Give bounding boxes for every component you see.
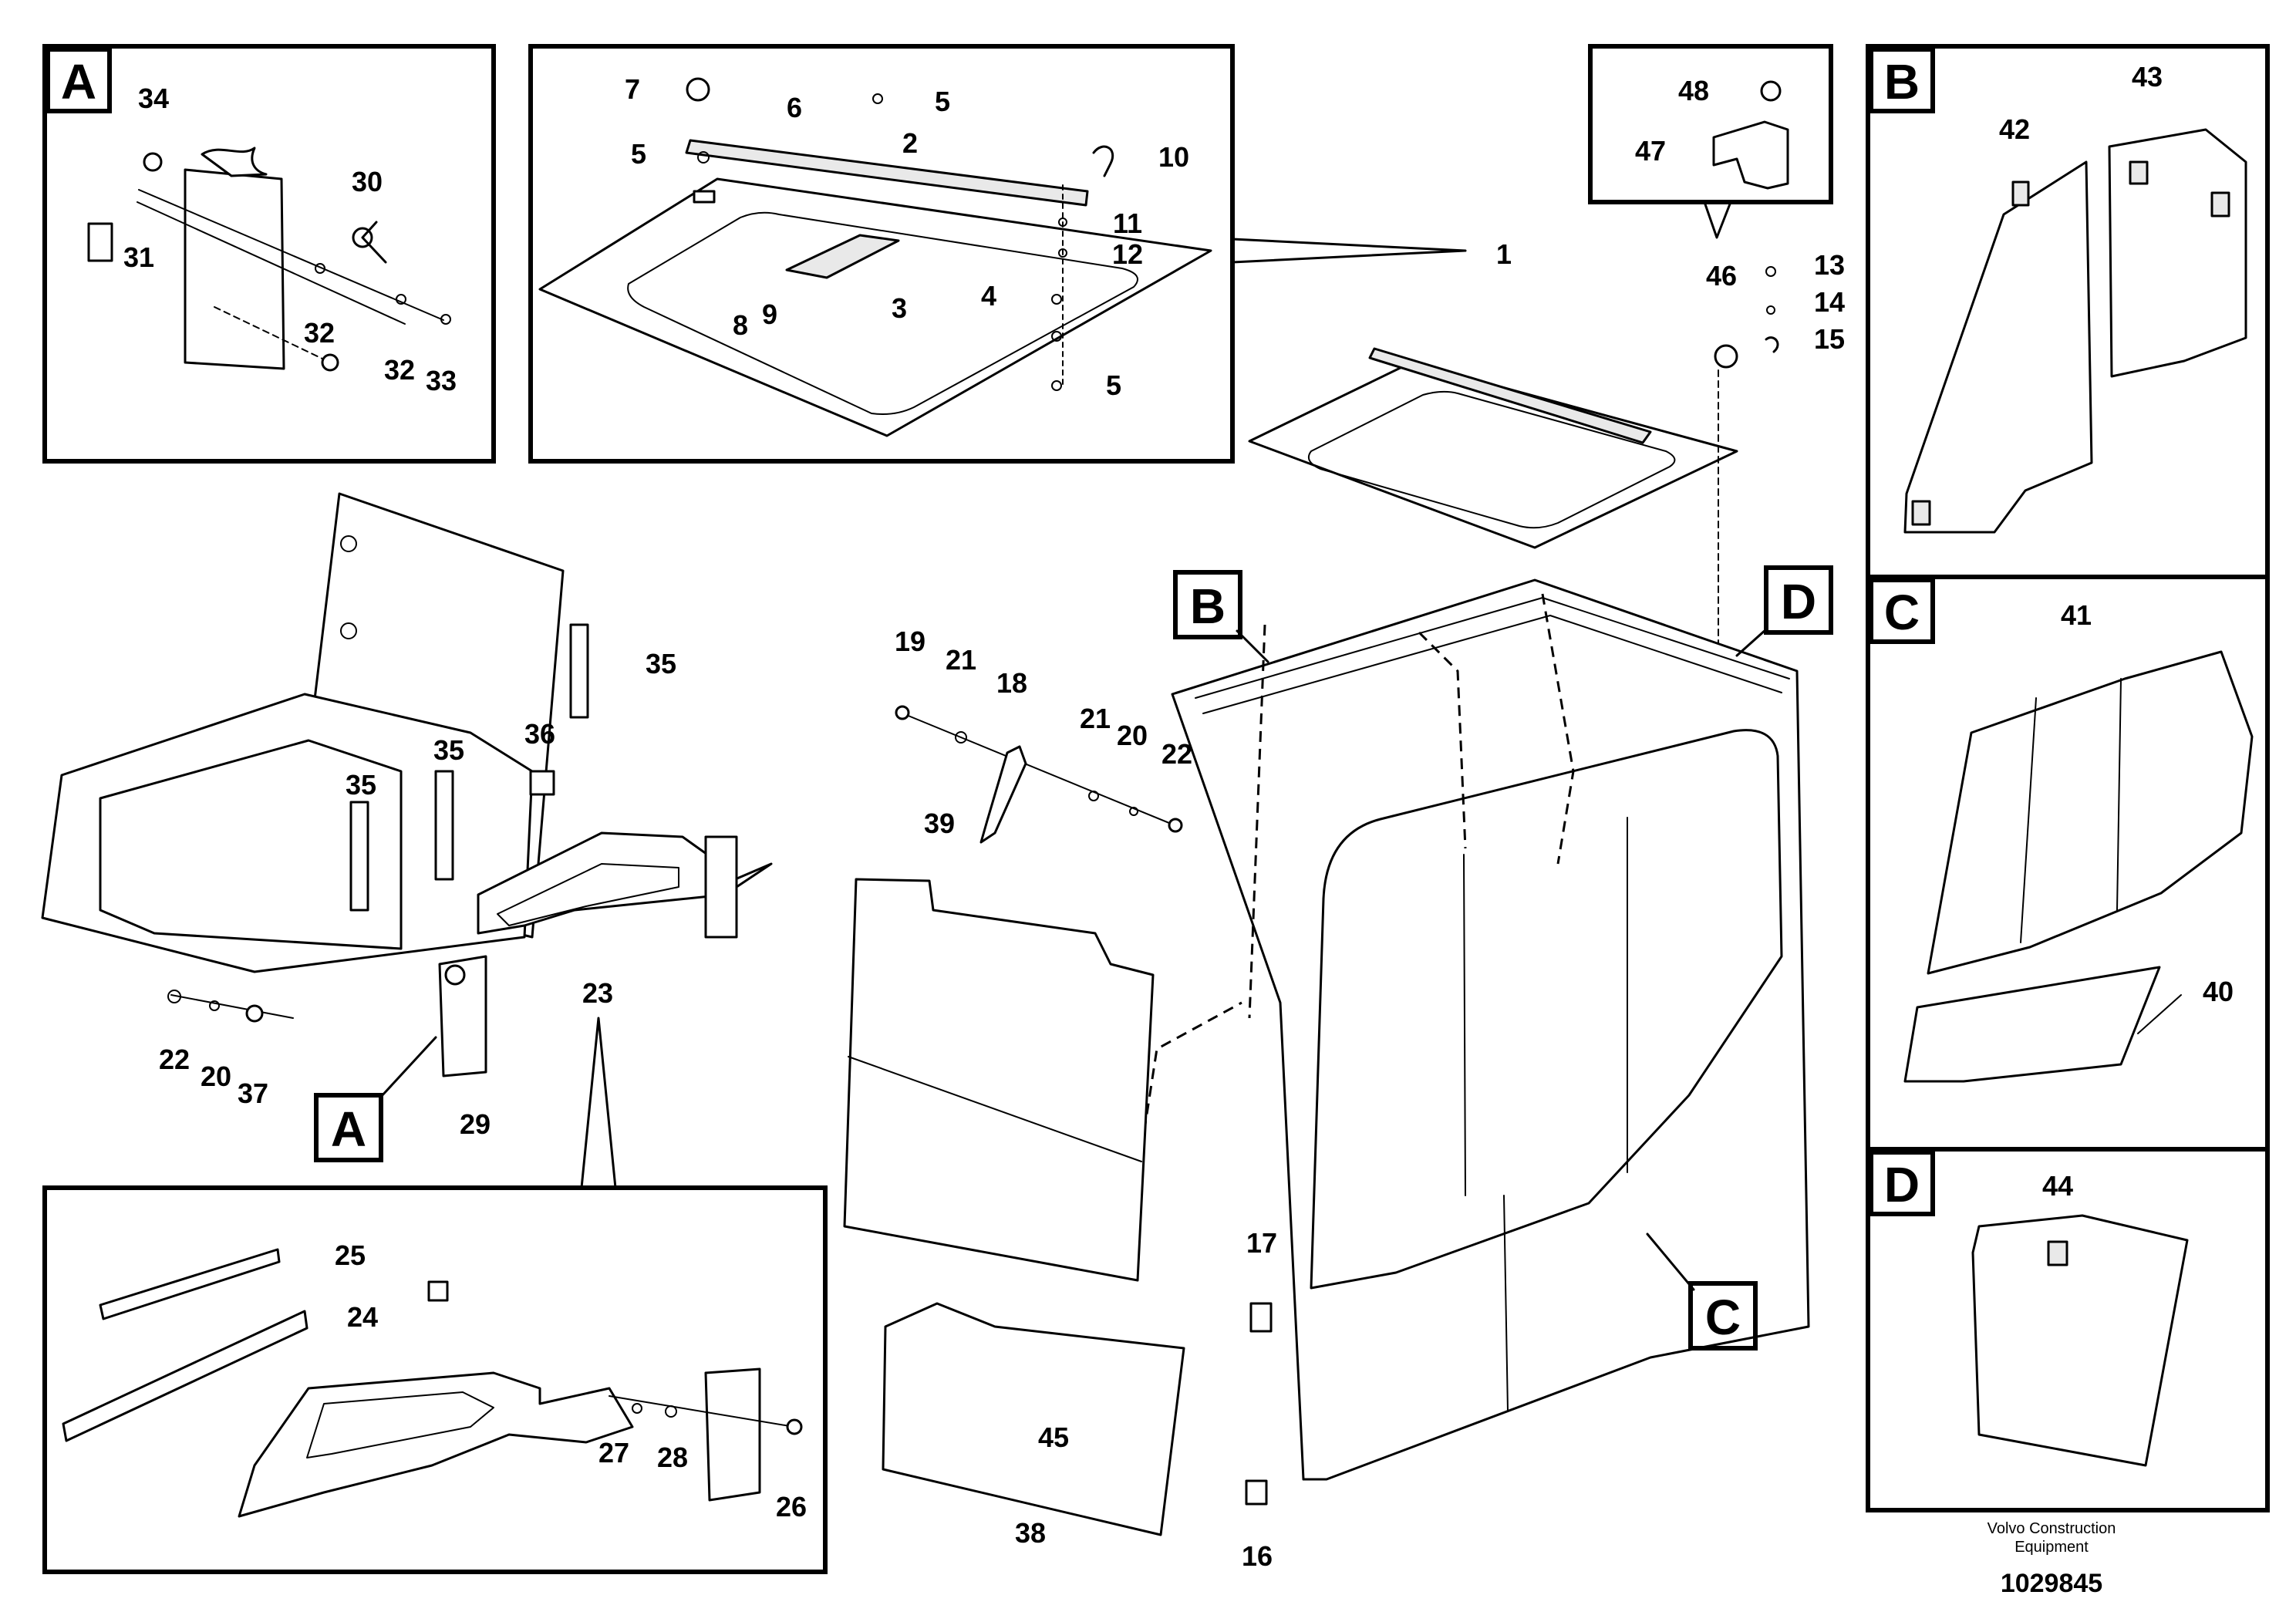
- part-24-label: 24: [347, 1301, 378, 1333]
- part-11-label: 11: [1113, 207, 1142, 239]
- part-3-label: 3: [892, 292, 907, 324]
- part-47-label: 47: [1635, 135, 1666, 167]
- part-31-label: 31: [123, 241, 154, 273]
- detail-panel-bracket: 48 47: [1588, 44, 1833, 239]
- part-32b-label: 32: [384, 354, 415, 386]
- panel-d-letter: D: [1884, 1157, 1920, 1212]
- part-38-label: 38: [1015, 1517, 1046, 1549]
- part-13-label: 13: [1814, 249, 1845, 281]
- detail-panel-armrest: 25 24 27 28 26: [42, 1017, 828, 1574]
- part-6-label: 6: [787, 92, 802, 123]
- callout-c-letter: C: [1705, 1290, 1741, 1345]
- detail-panel-d: D 44: [1866, 1147, 2270, 1512]
- part-25-label: 25: [335, 1239, 366, 1271]
- callout-d-letter: D: [1781, 574, 1816, 629]
- footer: Volvo Construction Equipment 1029845: [1988, 1520, 2116, 1598]
- roof-hatch-assembly: 1 46 13 14 15: [1248, 238, 1845, 672]
- part-2-label: 2: [902, 127, 918, 159]
- part-43-label: 43: [2132, 61, 2163, 93]
- part-30-label: 30: [352, 166, 383, 197]
- part-29-label: 29: [460, 1108, 491, 1140]
- part-37-label: 37: [238, 1077, 268, 1109]
- part-15-label: 15: [1814, 323, 1845, 355]
- part-12-label: 12: [1112, 238, 1143, 270]
- part-35-label: 35: [646, 648, 676, 679]
- cab-assembly: 39 38 45 17 16 19 21 18 21 20 22 B D C: [843, 565, 1833, 1572]
- part-28-label: 28: [657, 1442, 688, 1473]
- part-35c-label: 35: [346, 769, 376, 801]
- part-42-label: 42: [1999, 113, 2030, 145]
- document-number: 1029845: [2001, 1569, 2102, 1598]
- company-name-line1: Volvo Construction: [1988, 1520, 2116, 1537]
- part-36-label: 36: [524, 718, 555, 750]
- part-5c-label: 5: [1106, 369, 1121, 401]
- part-20-label: 20: [201, 1061, 231, 1092]
- part-4-label: 4: [981, 280, 996, 312]
- part-14-label: 14: [1814, 286, 1845, 318]
- part-46-label: 46: [1706, 260, 1737, 292]
- part-5b-label: 5: [631, 138, 646, 170]
- part-20b-label: 20: [1117, 720, 1148, 751]
- part-9-label: 9: [762, 298, 777, 330]
- part-41-label: 41: [2061, 599, 2092, 631]
- detail-panel-a: A 34 30 31 32 32 33: [42, 44, 496, 464]
- panel-b-letter: B: [1884, 54, 1920, 110]
- part-45-label: 45: [1038, 1421, 1069, 1453]
- part-1-label: 1: [1496, 238, 1512, 270]
- callout-a-letter: A: [331, 1101, 366, 1157]
- part-21-label: 21: [946, 644, 976, 676]
- part-10-label: 10: [1158, 141, 1189, 173]
- part-26-label: 26: [776, 1491, 807, 1523]
- detail-panel-roof-hatch: 7 6 5 5 2 10 11 12 4 3 8 9 5: [528, 44, 1235, 464]
- part-44-label: 44: [2042, 1170, 2073, 1202]
- part-23-label: 23: [582, 977, 613, 1009]
- part-40-label: 40: [2203, 976, 2234, 1007]
- part-35b-label: 35: [433, 734, 464, 766]
- part-27-label: 27: [598, 1437, 629, 1469]
- callout-b-letter: B: [1190, 578, 1226, 634]
- part-21b-label: 21: [1080, 703, 1111, 734]
- panel-c-letter: C: [1884, 585, 1920, 640]
- seat-console-assembly: 35 35 35 36 23 29 22 20 37 A: [41, 492, 773, 1162]
- part-8-label: 8: [733, 309, 748, 341]
- part-34-label: 34: [138, 83, 169, 114]
- part-48-label: 48: [1678, 75, 1709, 106]
- company-name-line2: Equipment: [2014, 1539, 2089, 1556]
- part-22-label: 22: [159, 1044, 190, 1075]
- panel-a-letter: A: [61, 54, 96, 110]
- part-32-label: 32: [304, 317, 335, 349]
- part-19-label: 19: [895, 626, 925, 657]
- detail-panel-c: C 41 40: [1866, 575, 2270, 1152]
- roof-detail-leader: [1231, 238, 1467, 264]
- part-39-label: 39: [924, 808, 955, 839]
- part-7-label: 7: [625, 73, 640, 105]
- part-17-label: 17: [1246, 1227, 1277, 1259]
- part-22b-label: 22: [1161, 738, 1192, 770]
- part-18-label: 18: [996, 667, 1027, 699]
- part-5-label: 5: [935, 86, 950, 117]
- part-16-label: 16: [1242, 1540, 1273, 1572]
- part-33-label: 33: [426, 365, 457, 396]
- detail-panel-b: B 42 43: [1866, 44, 2270, 579]
